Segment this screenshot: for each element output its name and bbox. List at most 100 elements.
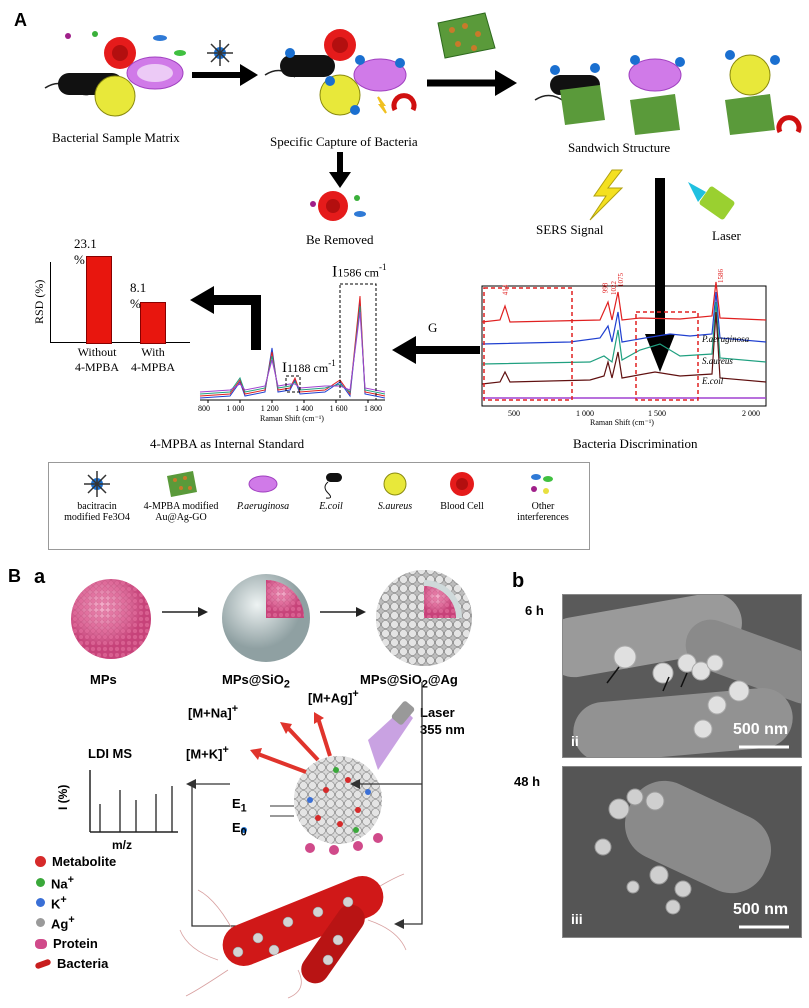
spectrum-large-plot [481,281,767,407]
saureus-icon [383,472,407,496]
capture-illustration [264,29,417,116]
energy-e1-sub: 1 [240,802,247,815]
series-label-ecoil: E.coil [702,376,724,386]
rsd-label-without: Without 4-MPBA [72,345,122,375]
ion-k-text: [M+K] [186,746,223,762]
legend-item-fe3o4: bacitracin modified Fe3O4 [57,467,137,523]
bacteria-illustration [179,873,407,999]
ldi-ms-plot [89,770,178,833]
legend-label: Other [531,501,555,512]
sandwich-structure-illustration [534,50,802,135]
peak-1586-sup: -1 [379,262,387,272]
tick-label: 1 000 [226,404,245,413]
legend-item-blood-cell: Blood Cell [429,467,495,512]
lightning-icon [589,169,624,221]
arrow-down-icon [329,152,351,188]
energy-e0: E0 [232,820,247,839]
tick-label: 500 [508,409,520,418]
legend-label: interferences [517,512,569,523]
rsd-label-without-line1: Without [77,345,117,359]
interferences-icon [531,474,553,494]
laser-source-icon [688,182,735,220]
sample-matrix-illustration [44,31,186,117]
legend-item-paeruginosa: P.aeruginosa [227,467,299,512]
rsd-label-with: With 4-MPBA [128,345,178,375]
ecoil-icon [324,473,342,499]
metabolite-dot-icon [35,856,46,867]
legend-label: modified Fe3O4 [64,512,130,523]
legend-item-saureus: S.aureus [365,467,425,512]
ldi-mechanism-illustration [241,701,415,855]
protein-icon [35,938,47,949]
panel-a-legend: bacitracin modified Fe3O4 4-MPBA modifie… [48,462,590,550]
legend-label: P.aeruginosa [236,501,290,512]
arrow-right-icon [192,64,258,86]
label-mps-sio2-text: MPs@SiO [222,672,284,687]
bacteria-icon [34,957,52,970]
peak-1586-sub: 1586 cm [337,265,379,280]
mps-sio2-ag-particle-icon [376,570,472,666]
legend-item-au-ag-go: 4-MPBA modified Au@Ag-GO [139,467,223,523]
ion-na-text: [M+Na] [188,705,232,721]
na-dot-icon [36,878,45,888]
flow-lines [186,682,423,929]
sem-scale-48h: 500 nm [733,901,789,918]
laser-wavelength: 355 nm [420,722,465,737]
ion-k-plus: + [222,744,229,756]
legend-label: 4-MPBA modified [143,501,219,512]
spectrum-small-ticks: 800 1 000 1 200 1 400 1 600 1 800 [190,404,390,413]
legend-sup: + [68,914,75,926]
legend-na: Na+ [35,874,74,891]
fe3o4-particle-icon [84,471,110,497]
spectrum-large-xlabel: Raman Shift (cm⁻¹) [590,418,654,427]
sem-image-6h: ii 500 nm [562,594,802,758]
spectrum-small-xlabel: Raman Shift (cm⁻¹) [260,414,324,423]
arrow-g-label: G [428,320,438,335]
ldi-ms-ylabel: I (%) [56,784,70,810]
k-dot-icon [36,898,45,908]
legend-item-other-interferences: Other interferences [503,467,583,523]
tick-label: 1 600 [329,404,348,413]
label-mps-sio2: MPs@SiO2 [222,672,290,691]
energy-e0-text: E [232,820,241,835]
rsd-value-without: 23.1 % [74,236,97,267]
sem-48h-texture [563,767,801,937]
laser-label: Laser 355 nm [420,704,465,738]
blood-cell-icon [450,472,474,496]
legend-label: Bacteria [57,956,109,971]
label-mps-sio2-ag-text: MPs@SiO [360,672,422,687]
tick-label: 1 000 [576,409,594,418]
tick-label: 1 400 [295,404,314,413]
spectrum-bacteria-discrimination: 414 998 1022 1075 1586 P.aeruginosa S.au… [480,269,770,432]
legend-sup: + [60,894,67,906]
caption-internal-standard: 4-MPBA as Internal Standard [150,436,305,451]
caption-sample-matrix: Bacterial Sample Matrix [52,130,180,145]
au-ag-go-sheet-icon [437,12,496,59]
legend-item-ecoil: E.coil [301,467,361,512]
caption-sandwich-structure: Sandwich Structure [568,140,671,155]
caption-bacteria-discrimination: Bacteria Discrimination [573,436,698,451]
paeruginosa-icon [248,475,278,493]
tick-label: 1 800 [363,404,382,413]
sem-time-48h: 48 h [514,774,541,789]
removed-components-illustration [310,191,366,221]
legend-label: Protein [53,936,98,951]
tick-label: 2 000 [742,409,760,418]
legend-sup: + [67,874,74,886]
rsd-ylabel: RSD (%) [32,279,46,324]
arrow-left-icon [392,336,480,364]
rsd-label-with-line2: 4-MPBA [130,360,175,374]
legend-metabolite: Metabolite [35,854,116,869]
sem-image-48h: iii 500 nm [562,766,802,938]
ldi-ms-title: LDI MS [88,746,133,761]
rsd-x-axis [50,342,190,343]
mps-sio2-particle-icon [222,574,310,662]
rsd-label-without-line2: 4-MPBA [74,360,119,374]
caption-sers-signal: SERS Signal [536,222,604,237]
legend-label: E.coil [319,501,343,512]
label-mps-sio2-sub: 2 [283,678,290,691]
panel-a-label: A [14,10,27,30]
peak-label-1586-large: 1586 [717,269,725,283]
peak-1586-main: I [332,263,338,281]
tick-label: 1 200 [260,404,279,413]
